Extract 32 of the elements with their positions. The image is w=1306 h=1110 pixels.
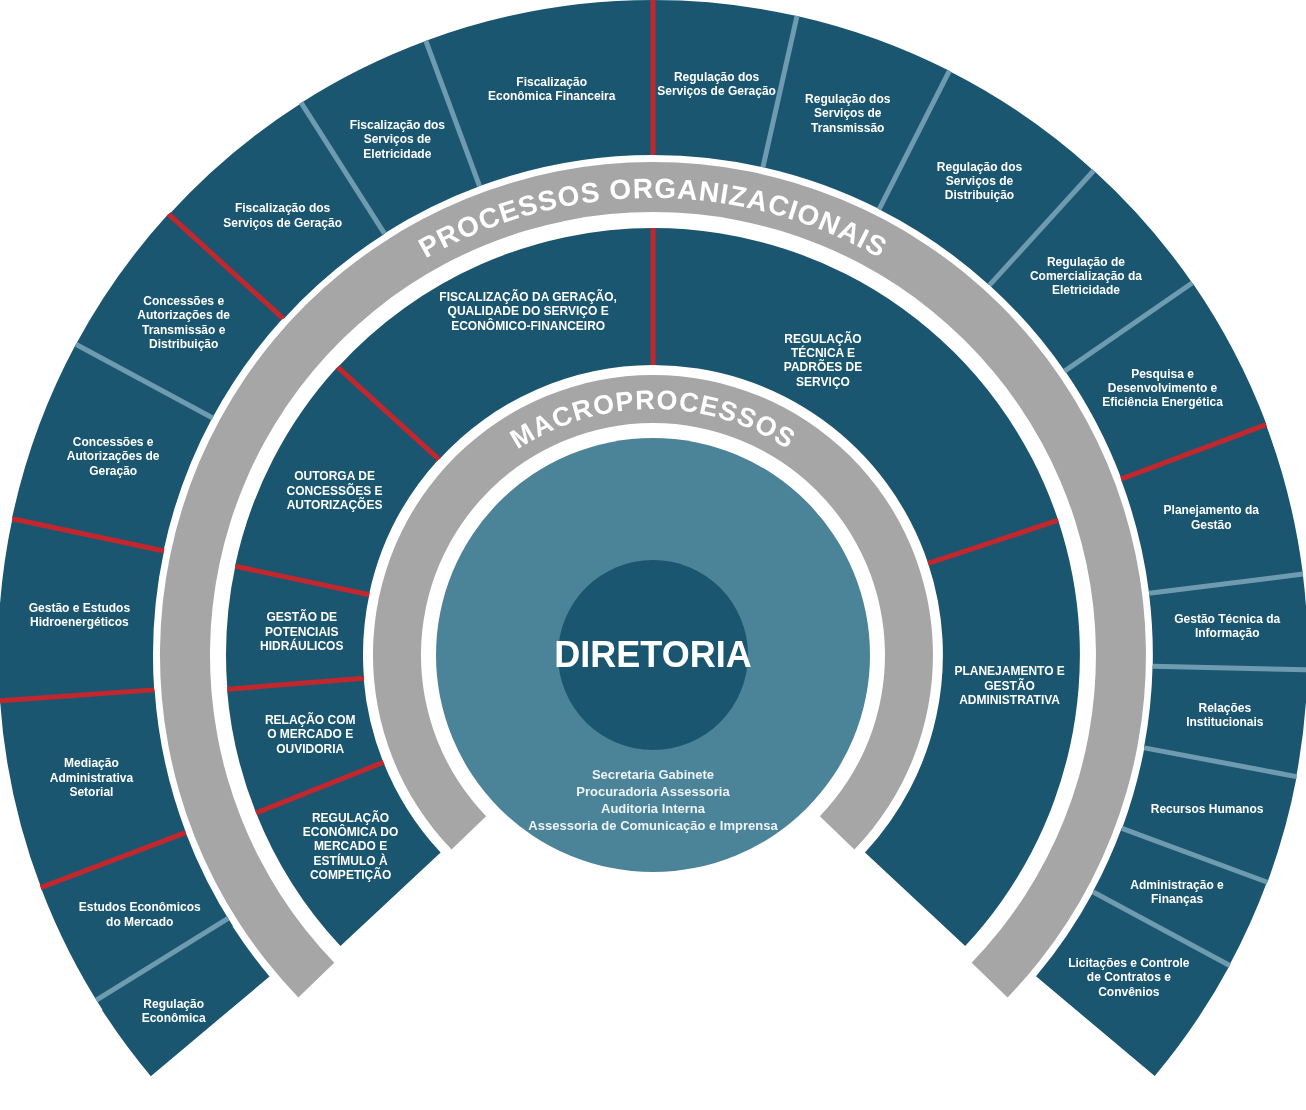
segment-label: FISCALIZAÇÃO DA GERAÇÃO, QUALIDADE DO SERVIÇO E ECONÔMICO-FINANCEIRO: [438, 290, 618, 334]
segment-label: Estudos Econômicos do Mercado: [77, 899, 202, 929]
segment-label: Regulação de Comercialização da Eletricidade: [1028, 255, 1143, 299]
segment-label: Concessões e Autorizações de Geração: [65, 435, 161, 479]
segment-label: Regulação dos Serviços de Geração: [656, 69, 777, 98]
segment-label: Fiscalização dos Serviços de Eletricidade: [348, 118, 446, 162]
segment-label: Fiscalização Econômica Financeira: [486, 74, 617, 104]
segment-label: Planejamento da Gestão: [1162, 502, 1260, 532]
segment-label: REGULAÇÃO TÉCNICA E PADRÕES DE SERVIÇO: [782, 331, 864, 390]
segment-label: RELAÇÃO COM O MERCADO E OUVIDORIA: [263, 713, 357, 757]
segment-label: Concessões e Autorizações de Transmissão e Distribuição: [136, 293, 232, 352]
segment-label: Recursos Humanos: [1149, 801, 1265, 816]
segment-label: Mediação Administrativa Setorial: [48, 756, 135, 801]
segment-label: Pesquisa e Desenvolvimento e Eficiência Energética: [1101, 367, 1224, 411]
segment-label: Gestão e Estudos Hidroenergéticos: [27, 600, 132, 630]
segment-label: Licitações e Controle de Contratos e Convênios: [1067, 956, 1191, 1000]
segment-label: Administração e Finanças: [1129, 877, 1225, 906]
segment-label: Regulação dos Serviços de Transmissão: [804, 92, 892, 136]
office-name: Auditoria Interna: [601, 801, 705, 817]
segment-label: OUTORGA DE CONCESSÕES E AUTORIZAÇÕES: [285, 469, 384, 513]
segment-label: Relações Institucionais: [1185, 700, 1265, 730]
segment-label: GESTÃO DE POTENCIAIS HIDRÁULICOS: [259, 610, 345, 654]
segment-label: PLANEJAMENTO E GESTÃO ADMINISTRATIVA: [953, 664, 1066, 708]
title-text: DIRETORIA: [554, 633, 752, 677]
office-name: Procuradoria Assessoria: [576, 784, 730, 800]
office-name: Secretaria Gabinete: [591, 767, 715, 783]
office-name: Assessoria de Comunicação e Imprensa: [528, 818, 778, 834]
segment-label: Regulação Econômica: [140, 996, 207, 1026]
segment-label: Gestão Técnica da Informação: [1173, 611, 1282, 641]
segment-label: Fiscalização dos Serviços de Geração: [222, 200, 343, 230]
segment-label: REGULAÇÃO ECONÔMICA DO MERCADO E ESTÍMULO À COMPETIÇÃO: [301, 810, 400, 883]
segment-label: Regulação dos Serviços de Distribuição: [935, 160, 1024, 204]
